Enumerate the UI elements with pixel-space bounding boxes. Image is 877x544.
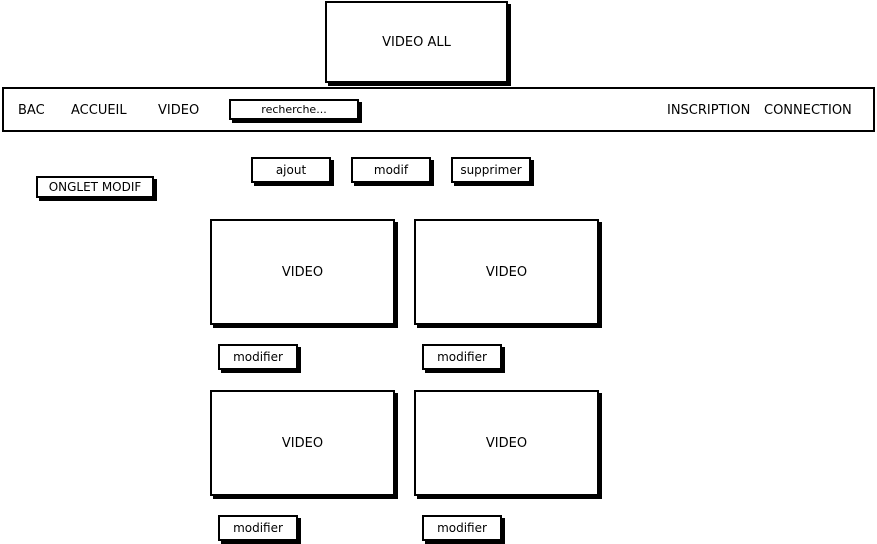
video-tile-label: VIDEO — [281, 264, 324, 280]
delete-button[interactable]: supprimer — [451, 157, 531, 183]
modify-button[interactable]: modif — [351, 157, 431, 183]
video-tile[interactable]: VIDEO — [414, 219, 599, 325]
modifier-button[interactable]: modifier — [218, 344, 298, 370]
tab-onglet-modif-label: ONGLET MODIF — [48, 180, 142, 194]
search-input[interactable]: recherche... — [229, 99, 359, 120]
video-tile-label: VIDEO — [485, 264, 528, 280]
modifier-button[interactable]: modifier — [218, 515, 298, 541]
modifier-button-label: modifier — [233, 521, 283, 535]
nav-link-inscription[interactable]: INSCRIPTION — [667, 103, 751, 118]
nav-link-connection[interactable]: CONNECTION — [764, 103, 852, 118]
video-tile[interactable]: VIDEO — [414, 390, 599, 496]
page-title: VIDEO ALL — [325, 1, 508, 83]
video-tile-label: VIDEO — [281, 435, 324, 451]
modifier-button[interactable]: modifier — [422, 515, 502, 541]
video-tile-label: VIDEO — [485, 435, 528, 451]
video-tile[interactable]: VIDEO — [210, 219, 395, 325]
modifier-button[interactable]: modifier — [422, 344, 502, 370]
modify-button-label: modif — [373, 163, 409, 177]
tab-onglet-modif[interactable]: ONGLET MODIF — [36, 176, 154, 198]
nav-link-video[interactable]: VIDEO — [158, 103, 200, 118]
search-input-value: recherche... — [261, 103, 327, 116]
nav-link-accueil[interactable]: ACCUEIL — [71, 103, 127, 118]
video-tile[interactable]: VIDEO — [210, 390, 395, 496]
modifier-button-label: modifier — [437, 350, 487, 364]
nav-link-bac[interactable]: BAC — [18, 103, 45, 118]
navbar: BAC ACCUEIL VIDEO recherche... INSCRIPTI… — [2, 87, 875, 132]
add-button-label: ajout — [275, 163, 307, 177]
add-button[interactable]: ajout — [251, 157, 331, 183]
delete-button-label: supprimer — [460, 163, 522, 177]
page-title-text: VIDEO ALL — [382, 34, 451, 50]
modifier-button-label: modifier — [437, 521, 487, 535]
modifier-button-label: modifier — [233, 350, 283, 364]
